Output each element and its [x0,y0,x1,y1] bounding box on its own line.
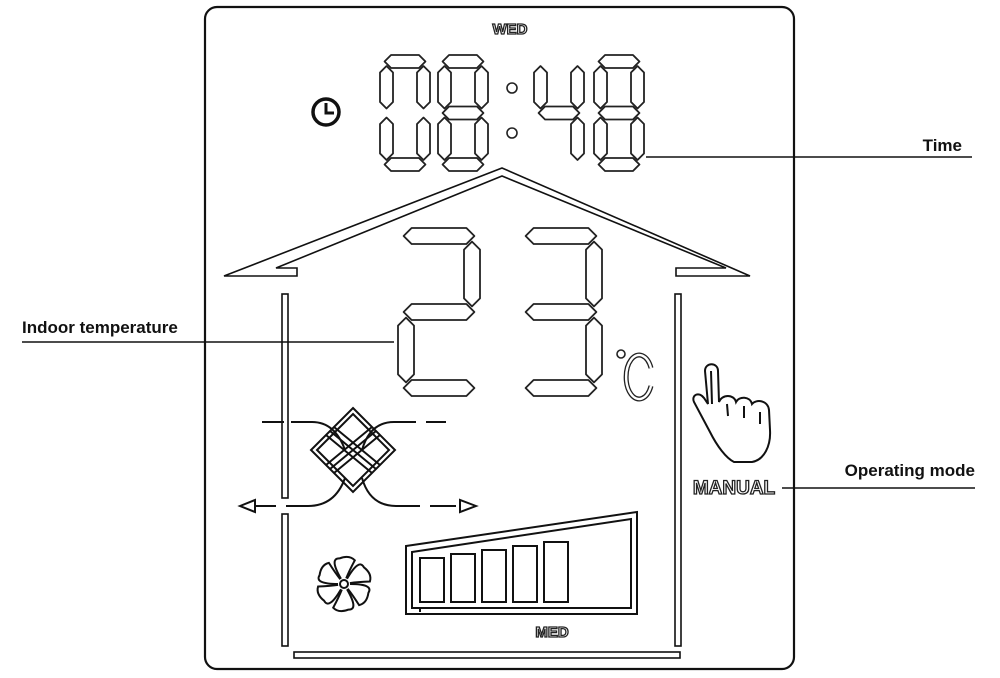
day-of-week: WED [493,21,528,38]
temperature-digit-1 [397,227,481,397]
callout-operating-mode: Operating mode [782,461,975,489]
fan-speed-bars [419,541,569,603]
operating-mode-text: MANUAL [693,478,776,499]
time-digit-1 [379,54,431,172]
fan-hub [339,579,349,589]
fan-icon [316,555,372,613]
fan-speed-outline [405,510,638,615]
celsius-unit [616,349,654,402]
fan-speed-indicator [405,510,638,615]
hand-pointer-icon [692,363,772,463]
fan-blade [333,555,357,580]
time-colon [506,82,518,139]
air-swing-icon [237,406,479,514]
callout-operating-mode-label: Operating mode [845,461,975,480]
house-roof-outline [223,167,751,277]
callout-time-label: Time [923,136,962,155]
callout-time: Time [646,136,972,158]
house-walls [281,293,682,659]
fan-speed-bar-2 [450,553,476,603]
fan-blade [317,561,342,585]
fan-speed-label: MED [535,624,569,641]
fan-blade [346,563,372,585]
callout-indoor-temperature-label: Indoor temperature [22,318,178,337]
fan-blade [331,588,355,613]
temperature-display [397,227,603,397]
time-digit-4 [593,54,645,172]
time-digit-2 [437,54,489,172]
clock-icon [311,97,341,127]
fan-blade [316,583,342,605]
fan-speed-bar-1 [419,557,445,603]
lcd-frame [203,5,796,671]
time-digit-3 [533,65,585,161]
fan-blade [346,583,371,607]
temperature-digit-2 [524,227,603,397]
fan-speed-bar-3 [481,549,507,603]
fan-speed-bar-5 [543,541,569,603]
fan-speed-bar-4 [512,545,538,603]
callout-indoor-temperature: Indoor temperature [22,318,394,343]
time-display [379,54,645,172]
